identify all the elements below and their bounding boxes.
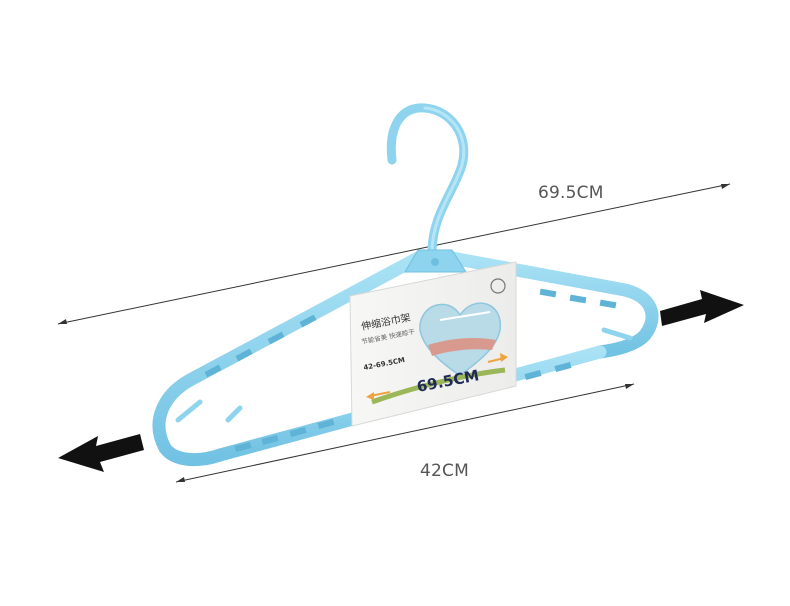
dimension-line-extended <box>57 183 731 325</box>
extended-length-label: 69.5CM <box>538 183 604 203</box>
package-card <box>349 261 517 427</box>
hanger-slots <box>204 288 617 452</box>
hanger-hook <box>386 103 469 257</box>
card-big-label: 69.5CM <box>415 366 480 396</box>
dimension-line-retracted <box>175 383 635 483</box>
arrow-right-icon <box>660 290 744 326</box>
retracted-length-label: 42CM <box>420 461 469 481</box>
card-range-label: 42-69.5CM <box>363 356 406 372</box>
arrow-left-icon <box>58 434 144 472</box>
brand-logo <box>490 278 506 294</box>
